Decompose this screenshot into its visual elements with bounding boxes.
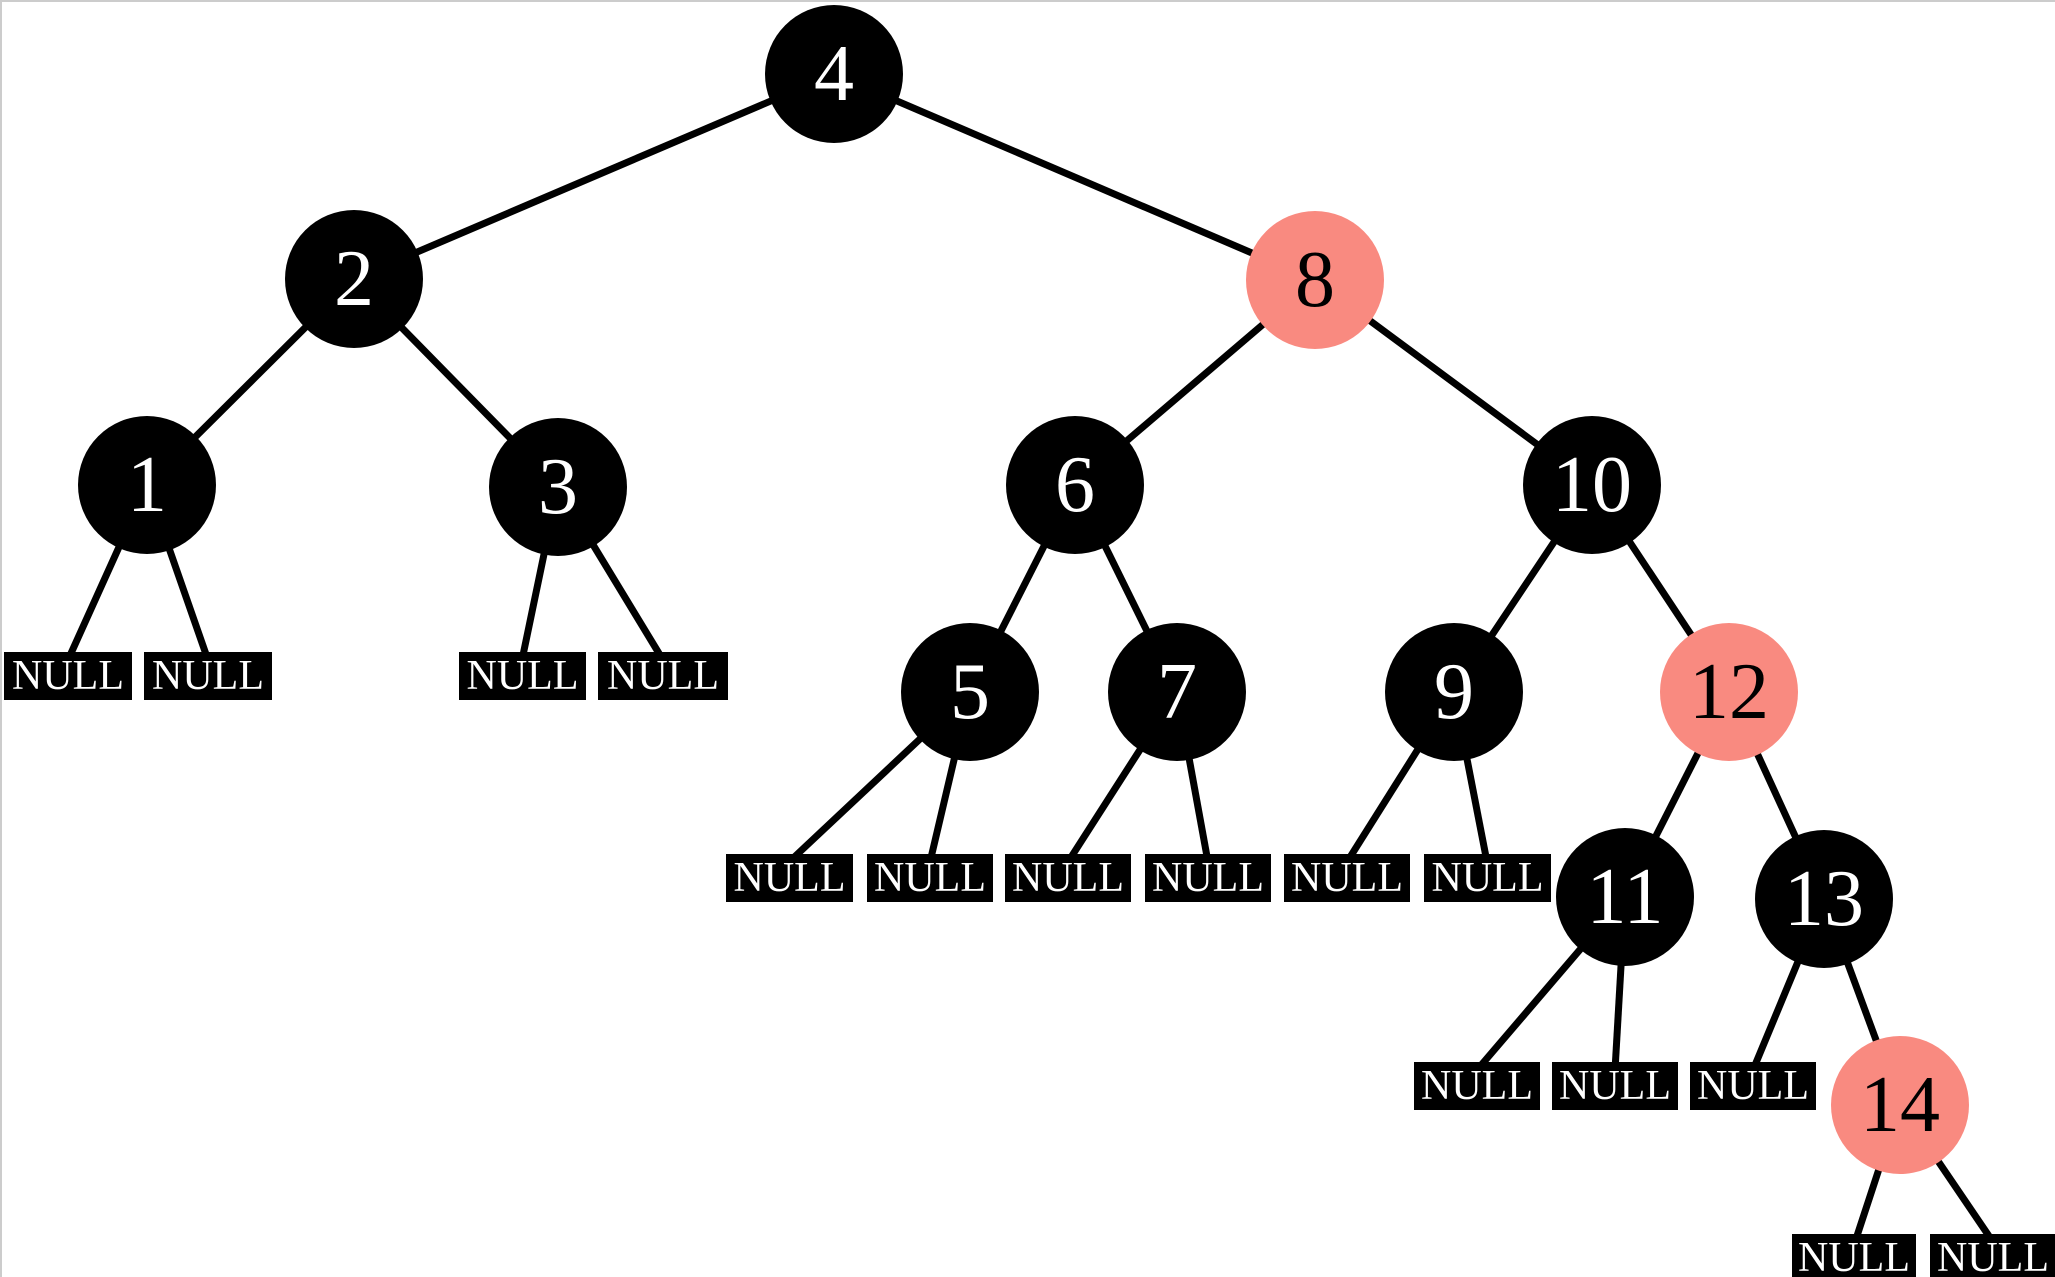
tree-node-label: 11 [1586, 852, 1664, 941]
null-leaf-label: NULL [1012, 855, 1124, 901]
null-leaf-box: NULL [726, 854, 853, 902]
tree-node-label: 1 [127, 440, 167, 529]
tree-node-11: 11 [1556, 828, 1694, 966]
null-leaf-box: NULL [1552, 1062, 1678, 1110]
tree-node-7: 7 [1108, 623, 1246, 761]
null-leaf-box: NULL [1690, 1062, 1816, 1110]
tree-node-13: 13 [1755, 830, 1893, 968]
null-leaf-label: NULL [1697, 1063, 1809, 1109]
tree-node-label: 9 [1434, 647, 1474, 736]
tree-node-6: 6 [1006, 416, 1144, 554]
tree-node-3: 3 [489, 418, 627, 556]
tree-node-label: 4 [814, 29, 854, 118]
null-leaf-label: NULL [466, 653, 579, 699]
tree-node-2: 2 [285, 210, 423, 348]
tree-node-label: 8 [1295, 235, 1335, 324]
tree-node-label: 10 [1552, 440, 1632, 529]
null-leaf-box: NULL [867, 854, 993, 902]
null-leaf-label: NULL [1559, 1063, 1671, 1109]
null-leaf-label: NULL [1798, 1235, 1910, 1277]
tree-node-label: 3 [538, 442, 578, 531]
null-leaf-label: NULL [607, 653, 719, 699]
null-leaf-label: NULL [1152, 855, 1264, 901]
tree-edge-4-8 [832, 70, 1317, 284]
null-leaf-label: NULL [874, 855, 986, 901]
tree-node-14: 14 [1831, 1036, 1969, 1174]
null-leaf-label: NULL [12, 653, 124, 699]
tree-node-8: 8 [1246, 211, 1384, 349]
tree-node-label: 12 [1689, 647, 1769, 736]
tree-node-label: 14 [1860, 1060, 1940, 1149]
null-leaf-box: NULL [598, 652, 728, 700]
tree-node-label: 5 [950, 647, 990, 736]
null-leaf-box: NULL [144, 652, 272, 700]
tree-node-9: 9 [1385, 623, 1523, 761]
null-leaf-label: NULL [1937, 1235, 2049, 1277]
null-leaf-label: NULL [1431, 855, 1544, 901]
null-leaf-box: NULL [1284, 854, 1410, 902]
null-leaf-box: NULL [4, 652, 132, 700]
tree-node-label: 7 [1157, 647, 1197, 736]
null-leaf-box: NULL [1145, 854, 1271, 902]
null-leaf-label: NULL [1421, 1063, 1533, 1109]
null-leaf-box: NULL [1792, 1234, 1916, 1277]
null-leaf-box: NULL [459, 652, 586, 700]
tree-node-label: 13 [1784, 854, 1864, 943]
tree-node-label: 2 [334, 234, 374, 323]
tree-node-1: 1 [78, 416, 216, 554]
tree-node-10: 10 [1523, 416, 1661, 554]
null-leaf-box: NULL [1930, 1234, 2055, 1277]
tree-node-label: 6 [1055, 440, 1095, 529]
null-leaf-box: NULL [1414, 1062, 1540, 1110]
null-leaf-label: NULL [733, 855, 846, 901]
null-leaf-box: NULL [1005, 854, 1131, 902]
null-leaf-label: NULL [152, 653, 264, 699]
null-leaf-box: NULL [1424, 854, 1551, 902]
tree-node-5: 5 [901, 623, 1039, 761]
tree-node-12: 12 [1660, 623, 1798, 761]
tree-edge-4-2 [352, 70, 836, 283]
tree-node-4: 4 [765, 5, 903, 143]
null-leaf-label: NULL [1291, 855, 1403, 901]
